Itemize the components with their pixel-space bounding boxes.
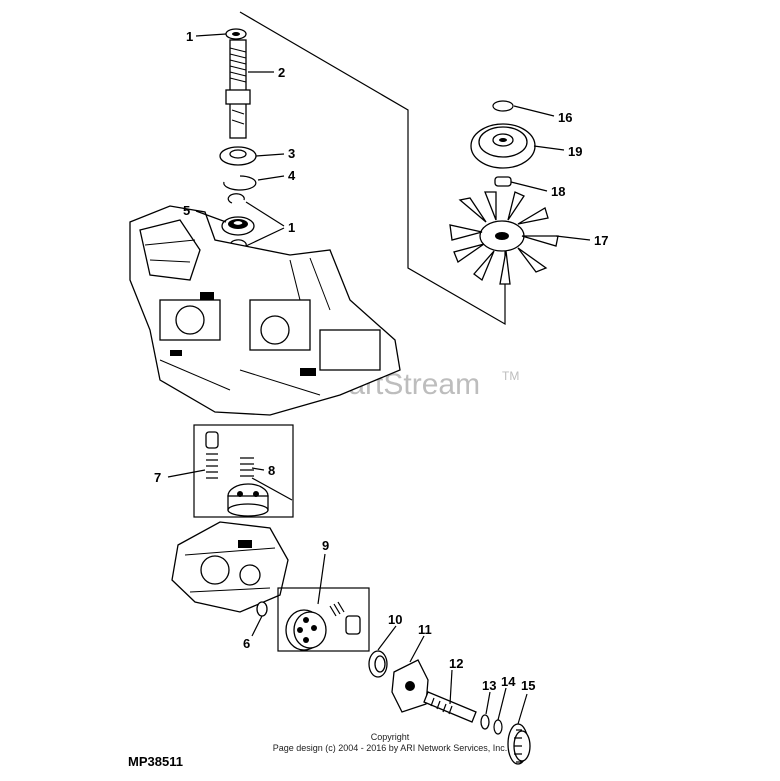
part-9-pump-cylinder[interactable] [285, 601, 361, 651]
callout-6[interactable]: 6 [243, 636, 250, 651]
callout-1-top[interactable]: 1 [186, 29, 193, 44]
callout-13[interactable]: 13 [482, 678, 496, 693]
callout-1-lower[interactable]: 1 [288, 220, 295, 235]
callout-leader-lines [167, 33, 591, 725]
callout-3[interactable]: 3 [288, 146, 295, 161]
callout-numbers: 1 2 3 4 5 1 16 19 18 17 7 8 9 6 10 11 12… [154, 29, 608, 693]
part-12-output-shaft[interactable] [423, 691, 477, 723]
assembly-leader-line [239, 11, 506, 326]
part-3-seal[interactable] [219, 146, 257, 166]
part-6-washer[interactable] [256, 601, 268, 617]
callout-14[interactable]: 14 [501, 674, 516, 689]
callout-18[interactable]: 18 [551, 184, 565, 199]
copyright-heading: Copyright [370, 732, 410, 742]
callout-11[interactable]: 11 [418, 622, 432, 637]
part-1-retaining-ring-top[interactable] [225, 28, 247, 40]
upper-transaxle-housing[interactable] [129, 205, 401, 416]
callout-7[interactable]: 7 [154, 470, 161, 485]
check-valve-inset [193, 424, 294, 518]
part-8-spring-assembly[interactable] [227, 457, 269, 517]
part-10-seal[interactable] [368, 650, 388, 678]
watermark-tm: TM [502, 369, 519, 383]
callout-16[interactable]: 16 [558, 110, 572, 125]
copyright-notice: Page design (c) 2004 - 2016 by ARI Netwo… [272, 743, 508, 753]
part-17-fan[interactable] [449, 191, 559, 285]
callout-5[interactable]: 5 [183, 203, 190, 218]
part-4-snap-ring[interactable] [223, 175, 257, 191]
callout-17[interactable]: 17 [594, 233, 608, 248]
callout-2[interactable]: 2 [278, 65, 285, 80]
part-18-key[interactable] [494, 176, 512, 187]
pump-inset [277, 587, 370, 652]
callout-15[interactable]: 15 [521, 678, 535, 693]
part-5-bearing[interactable] [221, 216, 255, 236]
part-2-input-shaft[interactable] [225, 39, 251, 139]
callout-4[interactable]: 4 [288, 168, 296, 183]
callout-8[interactable]: 8 [268, 463, 275, 478]
part-11-end-plate[interactable] [391, 659, 429, 713]
part-13-washer[interactable] [480, 714, 490, 730]
callout-19[interactable]: 19 [568, 144, 582, 159]
part-7-check-valve[interactable] [205, 431, 219, 479]
callout-10[interactable]: 10 [388, 612, 402, 627]
callout-9[interactable]: 9 [322, 538, 329, 553]
lower-transaxle-housing[interactable] [171, 521, 289, 613]
part-19-pulley[interactable] [470, 123, 536, 169]
diagram-code: MP38511 [128, 754, 183, 769]
callout-12[interactable]: 12 [449, 656, 463, 671]
part-16-snap-ring[interactable] [492, 100, 514, 112]
